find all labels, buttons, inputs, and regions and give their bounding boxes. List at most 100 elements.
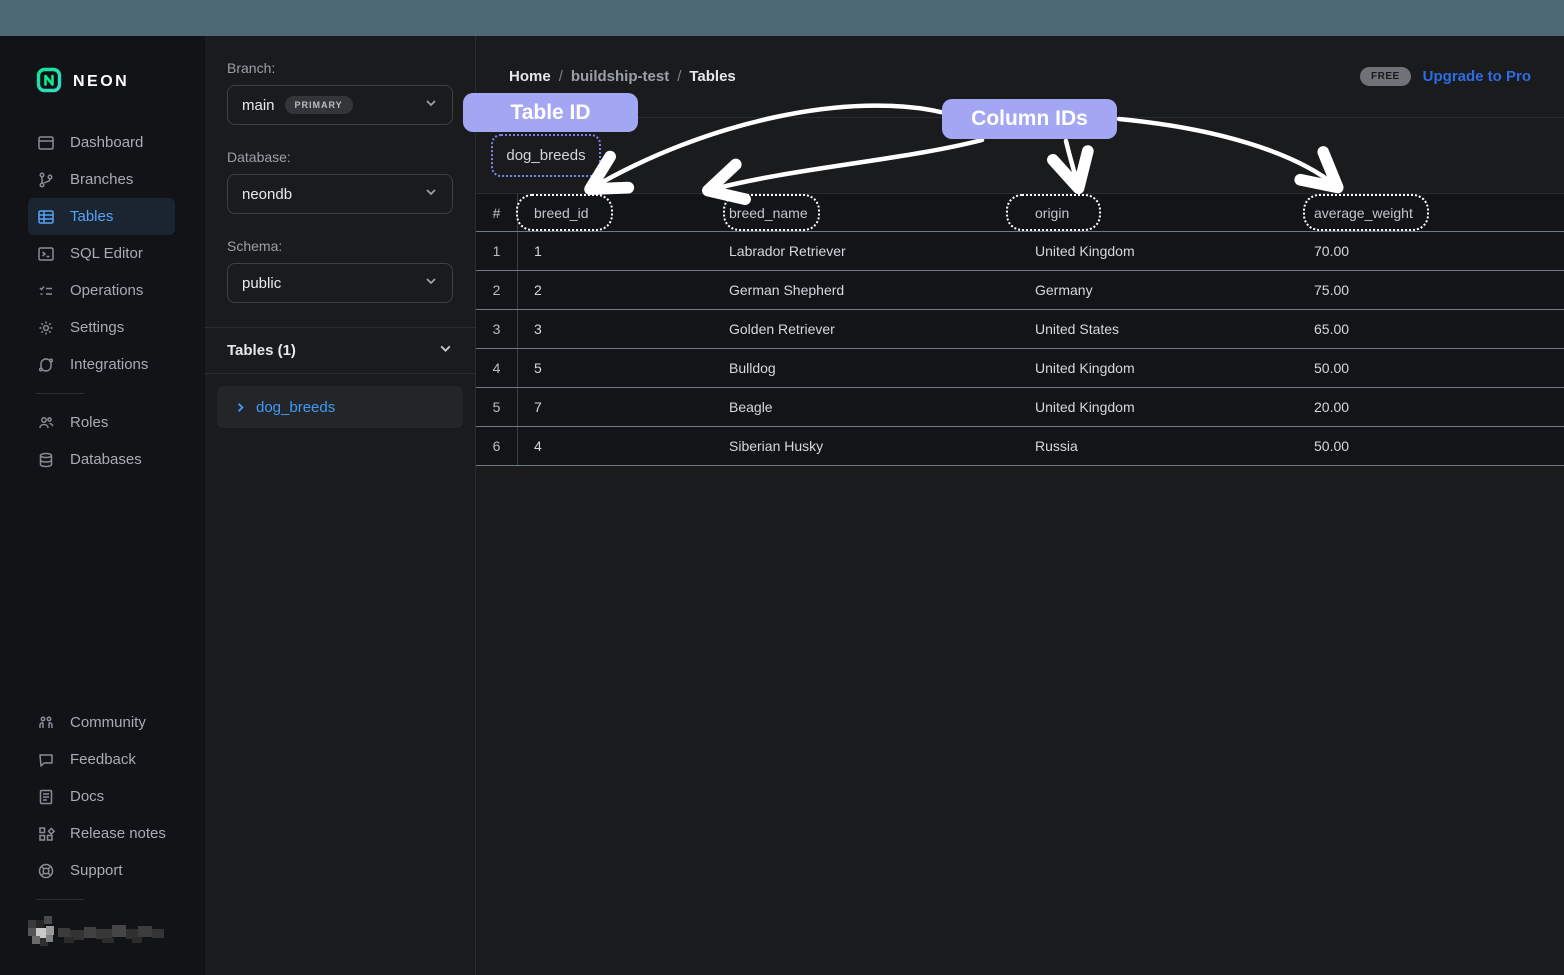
sidebar-item-release-notes[interactable]: Release notes [28,815,175,852]
column-header-breed-name[interactable]: breed_name [729,204,808,221]
cell-breed-id[interactable]: 2 [534,282,542,298]
cell-breed-id[interactable]: 7 [534,399,542,415]
neon-logo[interactable]: NEON [0,36,205,98]
table-row[interactable]: 3 3 Golden Retriever United States 65.00 [476,310,1564,349]
table-row[interactable]: 1 1 Labrador Retriever United Kingdom 70… [476,232,1564,271]
cell-origin[interactable]: Russia [1035,438,1078,454]
column-header-origin[interactable]: origin [1035,204,1070,221]
breadcrumb-separator: / [558,68,563,85]
table-row[interactable]: 4 5 Bulldog United Kingdom 50.00 [476,349,1564,388]
branch-select[interactable]: main PRIMARY [227,85,453,125]
cell-breed-name[interactable]: Golden Retriever [729,321,835,337]
sidebar-item-label: Support [70,862,123,879]
support-icon [36,861,56,881]
chevron-right-icon [234,401,247,414]
row-number: 6 [476,427,518,465]
tables-section-title: Tables (1) [227,342,296,359]
redacted-username[interactable] [28,912,205,957]
cell-average-weight[interactable]: 70.00 [1314,243,1350,259]
sidebar-item-support[interactable]: Support [28,852,175,889]
column-header-average-weight[interactable]: average_weight [1314,204,1413,221]
sidebar-item-feedback[interactable]: Feedback [28,741,175,778]
sidebar-item-docs[interactable]: Docs [28,778,175,815]
sidebar: NEON Dashboard Branches Tables SQL Edito… [0,36,205,975]
settings-icon [36,318,56,338]
table-list-item-dog-breeds[interactable]: dog_breeds [217,386,463,428]
cell-origin[interactable]: United Kingdom [1035,360,1135,376]
sidebar-item-tables[interactable]: Tables [28,198,175,235]
table-tab-dog-breeds[interactable]: dog_breeds [491,134,601,177]
cell-average-weight[interactable]: 50.00 [1314,438,1350,454]
cell-origin[interactable]: United Kingdom [1035,243,1135,259]
tables-side-panel: Branch: main PRIMARY Database: neondb Sc… [205,36,476,975]
cell-breed-name[interactable]: Beagle [729,399,773,415]
sidebar-item-label: Docs [70,788,105,805]
sidebar-divider [36,899,84,900]
cell-average-weight[interactable]: 75.00 [1314,282,1350,298]
column-header-breed-id[interactable]: breed_id [534,204,589,221]
breadcrumb-home[interactable]: Home [509,68,551,85]
table-row[interactable]: 2 2 German Shepherd Germany 75.00 [476,271,1564,310]
cell-breed-id[interactable]: 1 [534,243,542,259]
tables-section-header[interactable]: Tables (1) [205,327,475,374]
chevron-down-icon [424,185,438,204]
sidebar-item-label: Feedback [70,751,136,768]
row-number: 1 [476,232,518,270]
sidebar-item-sql-editor[interactable]: SQL Editor [28,235,175,272]
sidebar-nav: Dashboard Branches Tables SQL Editor Ope… [0,124,205,478]
breadcrumb-project[interactable]: buildship-test [570,68,670,85]
row-number: 2 [476,271,518,309]
database-select[interactable]: neondb [227,174,453,214]
sidebar-item-operations[interactable]: Operations [28,272,175,309]
cell-breed-name[interactable]: Bulldog [729,360,776,376]
schema-select[interactable]: public [227,263,453,303]
sidebar-item-label: Dashboard [70,134,144,151]
sidebar-item-label: SQL Editor [70,245,143,262]
sidebar-item-integrations[interactable]: Integrations [28,346,175,383]
cell-average-weight[interactable]: 20.00 [1314,399,1350,415]
breadcrumb-separator: / [677,68,682,85]
main-content: Home / buildship-test / Tables FREE Upgr… [476,36,1564,975]
content-header: Home / buildship-test / Tables FREE Upgr… [476,36,1564,118]
neon-logo-icon [36,67,62,98]
cell-origin[interactable]: Germany [1035,282,1093,298]
cell-breed-id[interactable]: 5 [534,360,542,376]
operations-icon [36,281,56,301]
logo-wordmark: NEON [73,73,130,90]
sidebar-item-branches[interactable]: Branches [28,161,175,198]
sidebar-item-community[interactable]: Community [28,704,175,741]
databases-icon [36,450,56,470]
upgrade-to-pro-link[interactable]: Upgrade to Pro [1422,68,1531,85]
table-header-row: # breed_id breed_name origin average_wei… [476,193,1564,232]
sidebar-item-roles[interactable]: Roles [28,404,175,441]
cell-breed-name[interactable]: German Shepherd [729,282,845,298]
sidebar-item-label: Operations [70,282,144,299]
sidebar-item-label: Settings [70,319,125,336]
sidebar-item-label: Integrations [70,356,149,373]
cell-breed-name[interactable]: Labrador Retriever [729,243,846,259]
sidebar-item-label: Branches [70,171,134,188]
sidebar-item-databases[interactable]: Databases [28,441,175,478]
row-number: 3 [476,310,518,348]
row-number: 4 [476,349,518,387]
plan-badge: FREE [1359,67,1411,86]
dashboard-icon [36,133,56,153]
cell-breed-name[interactable]: Siberian Husky [729,438,824,454]
cell-average-weight[interactable]: 65.00 [1314,321,1350,337]
table-row[interactable]: 5 7 Beagle United Kingdom 20.00 [476,388,1564,427]
integrations-icon [36,355,56,375]
branch-value: main [242,96,275,114]
sidebar-item-settings[interactable]: Settings [28,309,175,346]
chevron-down-icon [424,274,438,293]
cell-origin[interactable]: United Kingdom [1035,399,1135,415]
sidebar-item-label: Databases [70,451,142,468]
sidebar-divider [36,393,84,394]
cell-breed-id[interactable]: 3 [534,321,542,337]
sidebar-item-dashboard[interactable]: Dashboard [28,124,175,161]
cell-origin[interactable]: United States [1035,321,1120,337]
cell-average-weight[interactable]: 50.00 [1314,360,1350,376]
docs-icon [36,787,56,807]
table-row[interactable]: 6 4 Siberian Husky Russia 50.00 [476,427,1564,466]
data-table: # breed_id breed_name origin average_wei… [476,193,1564,466]
cell-breed-id[interactable]: 4 [534,438,542,454]
